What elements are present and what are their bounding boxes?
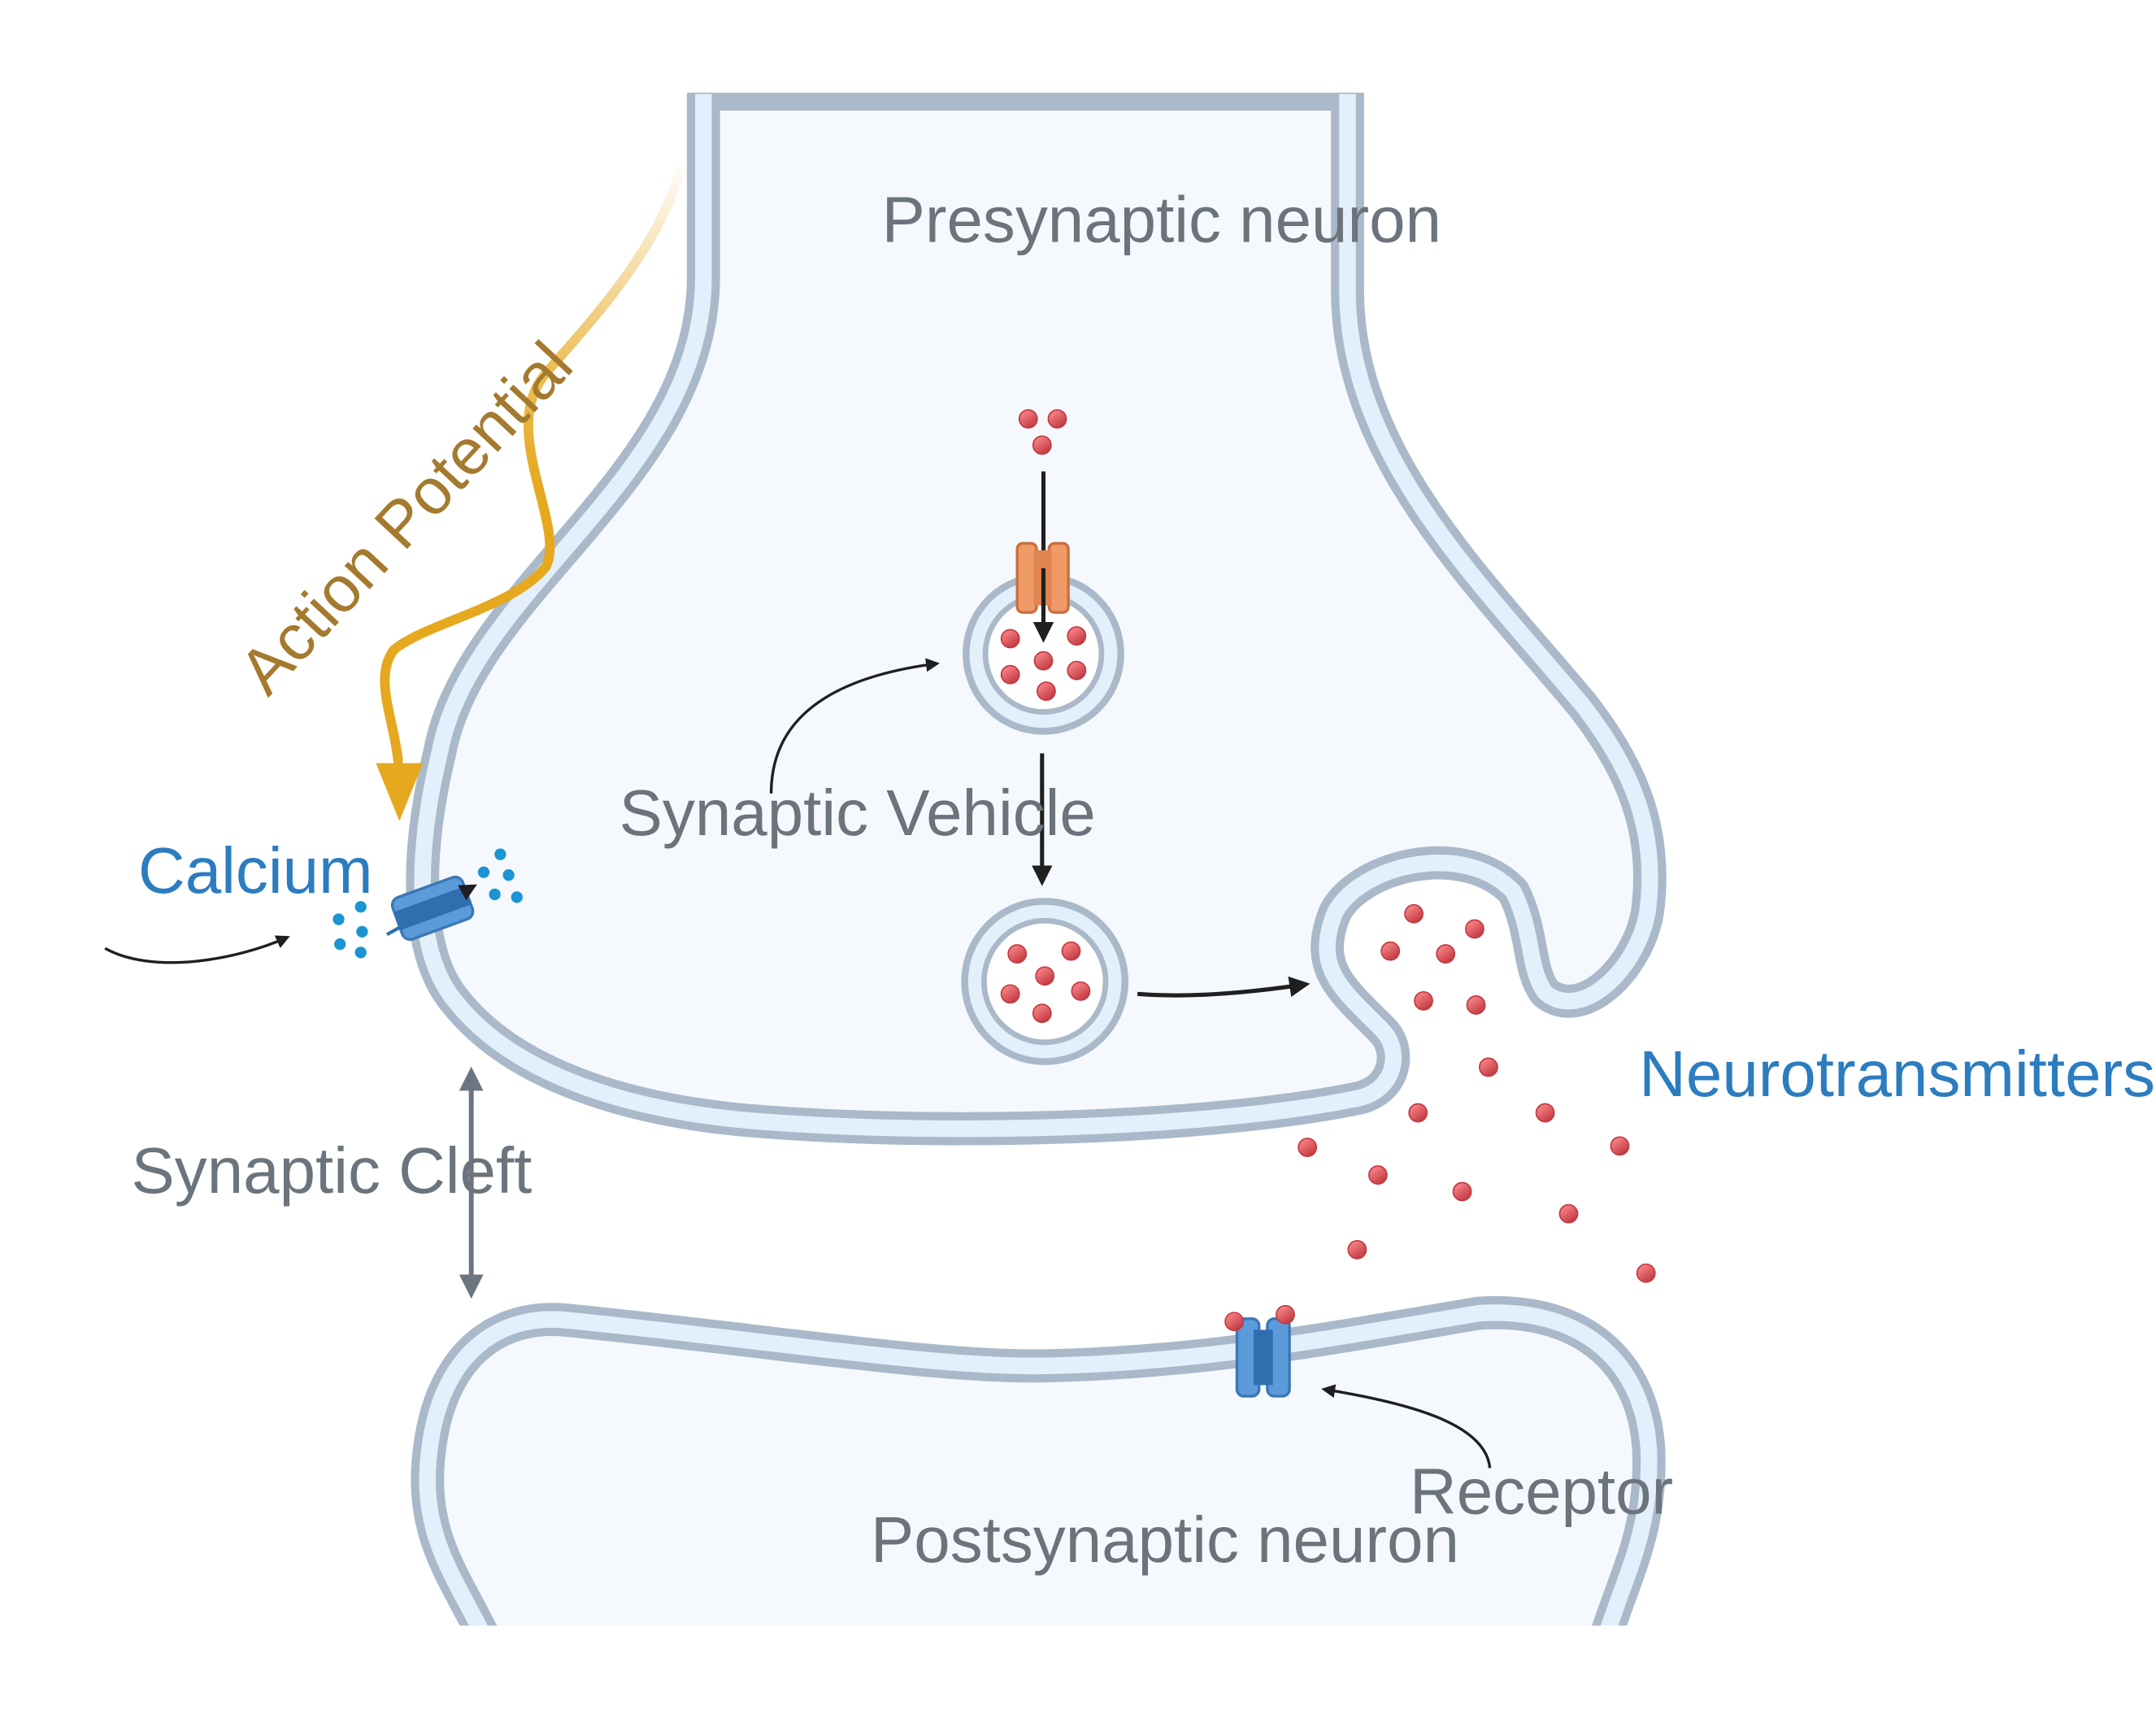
released-neurotransmitters bbox=[1298, 903, 1656, 1283]
synaptic-cleft-label: Synaptic Cleft bbox=[131, 1134, 532, 1207]
receptor-icon bbox=[1224, 1304, 1295, 1398]
postsynaptic-membrane-inner bbox=[419, 1304, 1658, 1649]
receptor-label: Receptor bbox=[1410, 1455, 1673, 1528]
synaptic-vehicle-label: Synaptic Vehicle bbox=[619, 777, 1096, 849]
postsynaptic-neuron bbox=[411, 1296, 1666, 1682]
exocytosis-arrow bbox=[1137, 976, 1311, 998]
presynaptic-membrane-inner bbox=[414, 94, 1658, 1138]
calcium-ions bbox=[333, 848, 523, 959]
presynaptic-neuron-label: Presynaptic neuron bbox=[882, 184, 1441, 256]
neurotransmitters-label: Neurotransmitters bbox=[1639, 1038, 2155, 1110]
postsynaptic-neuron-label: Postsynaptic neuron bbox=[871, 1503, 1459, 1576]
calcium-label: Calcium bbox=[138, 834, 373, 907]
synaptic-vesicle-docking bbox=[961, 898, 1129, 1065]
receptor-pointer-arrow bbox=[1321, 1384, 1492, 1469]
synaptic-vesicle-loading bbox=[963, 572, 1124, 735]
calcium-pointer-arrow bbox=[104, 935, 290, 964]
free-neurotransmitters-top bbox=[1018, 409, 1067, 455]
transporter-icon bbox=[1015, 542, 1070, 614]
synaptic-vehicle-pointer-arrow bbox=[769, 658, 940, 794]
action-potential-arrow bbox=[376, 154, 688, 821]
